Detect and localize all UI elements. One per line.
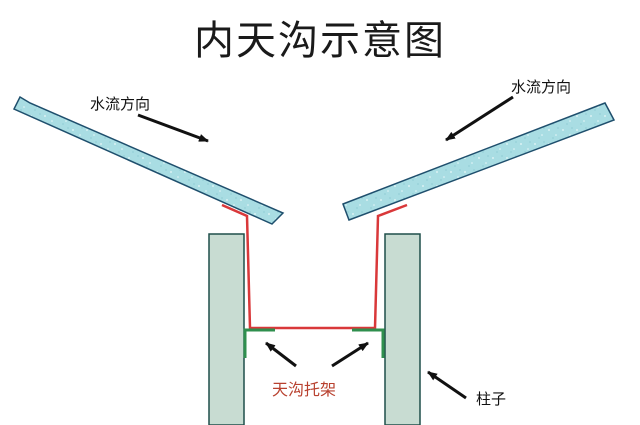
left-gutter-bracket bbox=[243, 328, 275, 358]
bracket-arrow-right bbox=[331, 341, 369, 368]
right-roof-panel bbox=[342, 102, 616, 221]
water-flow-label-left: 水流方向 bbox=[90, 95, 151, 113]
gutter-bracket-label: 天沟托架 bbox=[272, 380, 337, 399]
bracket-arrow-left bbox=[265, 341, 297, 368]
diagram-title: 内天沟示意图 bbox=[194, 18, 446, 64]
water-flow-arrow-right bbox=[445, 95, 514, 142]
inner-gutter bbox=[221, 203, 408, 330]
column-label: 柱子 bbox=[476, 390, 507, 408]
left-column bbox=[208, 233, 245, 425]
right-gutter-bracket bbox=[352, 328, 385, 358]
column-arrow bbox=[427, 370, 467, 400]
water-flow-label-right: 水流方向 bbox=[511, 78, 572, 96]
left-roof-panel bbox=[12, 95, 285, 225]
right-column bbox=[384, 233, 421, 425]
water-flow-arrow-left bbox=[137, 113, 209, 143]
